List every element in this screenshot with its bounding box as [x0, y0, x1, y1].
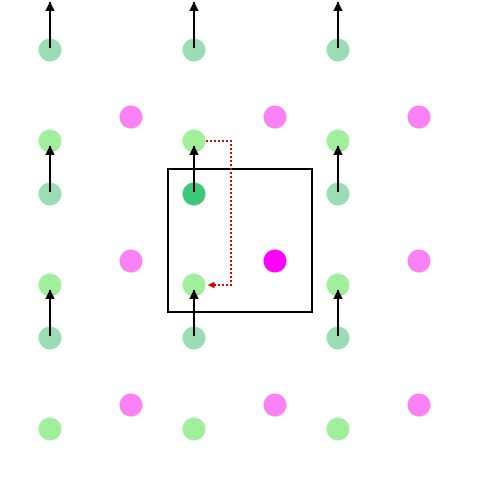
magenta-dots-layer	[119, 105, 431, 417]
green-dot	[182, 273, 206, 297]
magenta-dot	[119, 105, 143, 129]
unit-cell-box	[167, 168, 313, 313]
green-dot	[326, 129, 350, 153]
green-dot	[182, 417, 206, 441]
green-dots-layer	[38, 38, 350, 441]
green-dot	[38, 326, 62, 350]
green-dot-highlight	[182, 182, 206, 206]
green-dot	[326, 38, 350, 62]
green-dot	[182, 326, 206, 350]
green-dot	[38, 417, 62, 441]
dotted-arrow-icon	[206, 140, 232, 289]
magenta-dot	[119, 393, 143, 417]
green-dot	[326, 182, 350, 206]
magenta-dot	[263, 105, 287, 129]
arrows-layer	[45, 1, 343, 336]
green-dot	[326, 326, 350, 350]
green-dot	[182, 129, 206, 153]
green-dot	[182, 38, 206, 62]
magenta-dot-highlight	[263, 249, 287, 273]
magenta-dot	[263, 393, 287, 417]
magenta-dot	[407, 249, 431, 273]
green-dot	[38, 182, 62, 206]
magenta-dot	[407, 105, 431, 129]
green-dot	[38, 38, 62, 62]
magenta-dot	[407, 393, 431, 417]
green-dot	[326, 273, 350, 297]
green-dot	[326, 417, 350, 441]
green-dot	[38, 129, 62, 153]
magenta-dot	[119, 249, 143, 273]
green-dot	[38, 273, 62, 297]
